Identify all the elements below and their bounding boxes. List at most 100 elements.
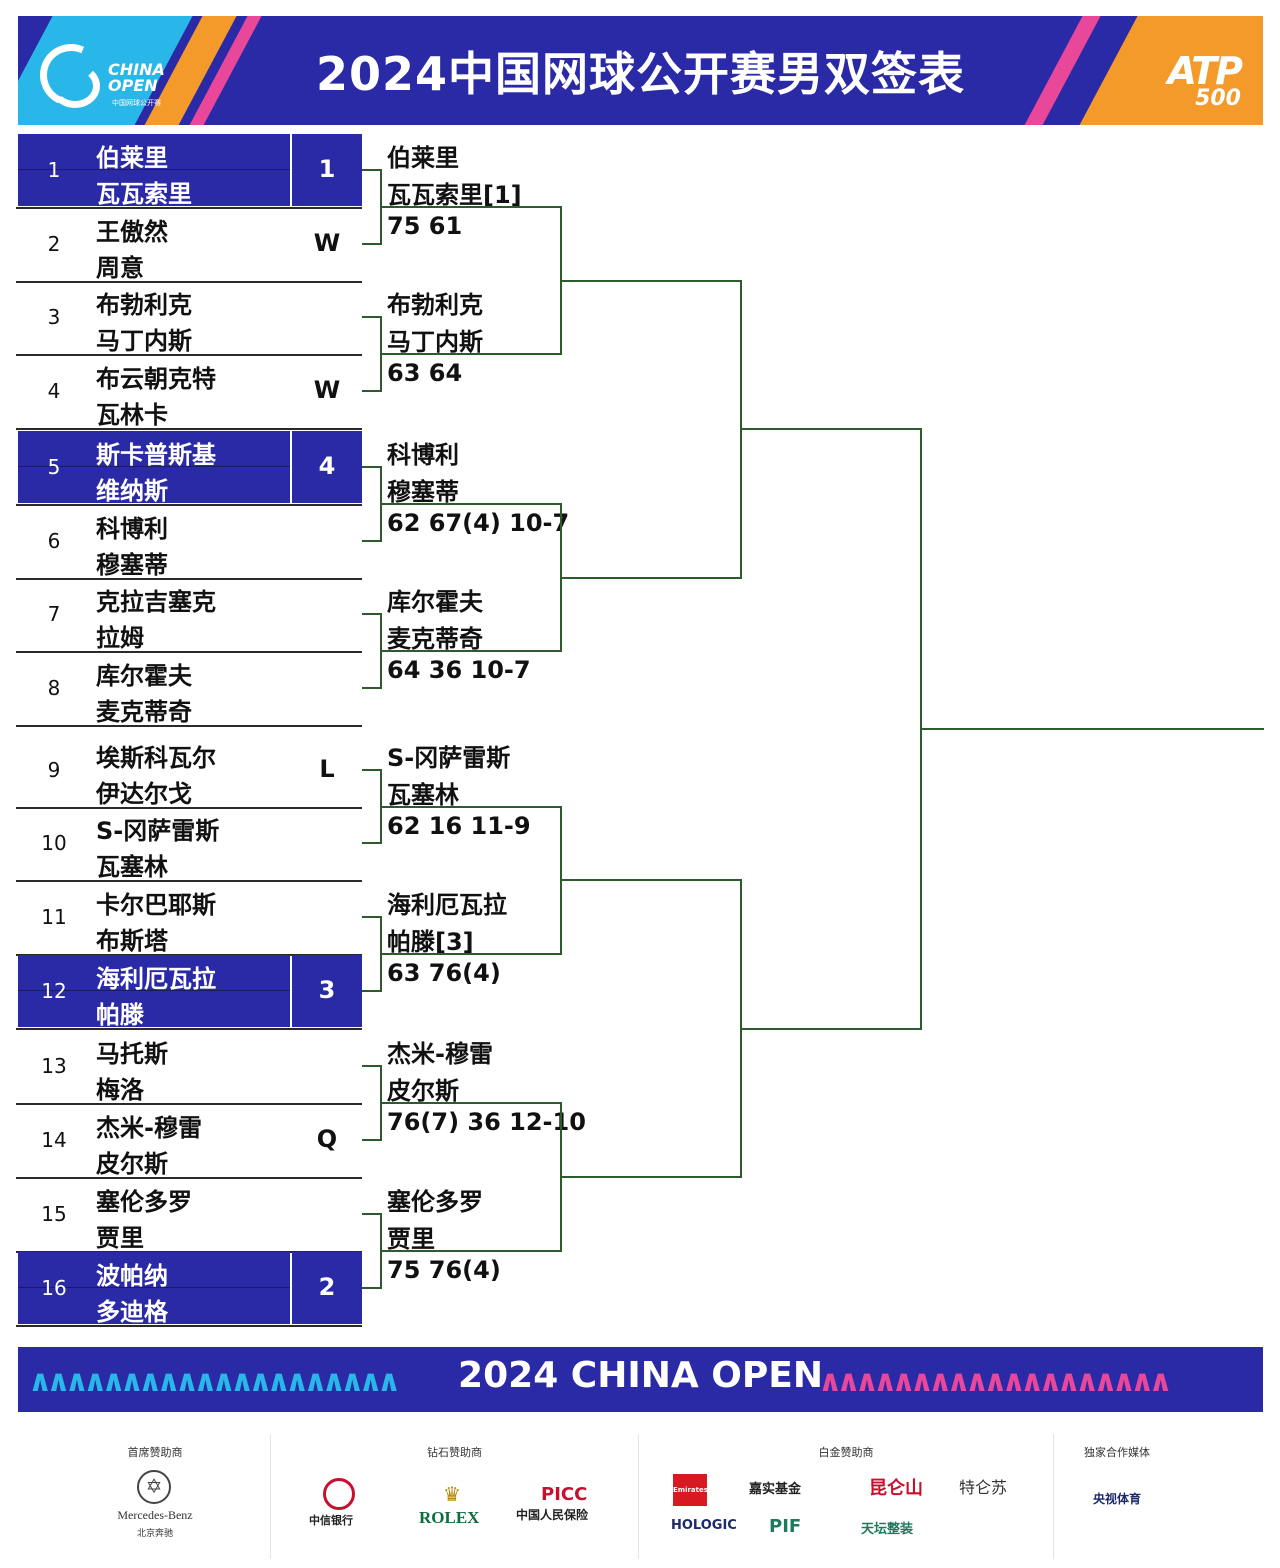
connector <box>922 727 1264 730</box>
draw-position-number: 4 <box>47 379 61 404</box>
draw-position-number: 6 <box>47 528 61 553</box>
match-score: 62 67(4) 10-7 <box>387 508 570 537</box>
pif-logo: PIF <box>769 1516 802 1537</box>
seed-block-left <box>18 954 290 1027</box>
seed-block-right <box>292 1251 362 1324</box>
player-name: 科博利 <box>96 514 168 543</box>
banner-zigzag-pink: ∧∧∧∧∧∧∧∧∧∧∧∧∧∧∧∧∧∧∧ <box>818 1364 1173 1399</box>
draw-position-number: 11 <box>41 905 67 929</box>
connector <box>920 428 922 1030</box>
connector <box>362 465 382 468</box>
seed-or-entry-label: 2 <box>318 1272 336 1301</box>
winner-name: 麦克蒂奇 <box>387 625 483 654</box>
team-underline <box>16 806 362 809</box>
player-name: 杰米-穆雷 <box>96 1114 202 1143</box>
connector <box>362 1286 382 1289</box>
draw-position-number: 8 <box>47 675 61 700</box>
seed-or-entry-label: W <box>313 228 341 257</box>
player-name: 布勃利克 <box>96 291 192 320</box>
draw-position-number: 3 <box>47 305 61 330</box>
match-score: 76(7) 36 12-10 <box>387 1108 586 1137</box>
draw-position-number: 2 <box>47 231 61 256</box>
sponsor-group-platinum: 白金赞助商 Emirates 嘉实基金 昆仑山 特仑苏 HOLOGIC PIF … <box>638 1434 1053 1559</box>
connector <box>380 1065 382 1142</box>
connector <box>382 1249 562 1252</box>
atp-500-logo: ATP 500 <box>1167 49 1243 111</box>
connector <box>382 353 562 356</box>
player-name: 瓦林卡 <box>96 401 168 430</box>
china-open-logo-text: CHINA OPEN <box>108 62 165 94</box>
connector <box>382 805 562 808</box>
connector <box>380 169 382 245</box>
draw-position-number: 15 <box>41 1201 67 1226</box>
connector <box>362 768 382 771</box>
connector <box>742 428 922 431</box>
china-open-s-icon-lower <box>50 64 100 108</box>
seed-block-left <box>18 1251 290 1324</box>
draw-position-number: 16 <box>41 1275 67 1300</box>
footer-banner: ∧∧∧∧∧∧∧∧∧∧∧∧∧∧∧∧∧∧∧∧ ∧∧∧∧∧∧∧∧∧∧∧∧∧∧∧∧∧∧∧… <box>18 1347 1263 1412</box>
mercedes-benz-logo: Mercedes-Benz <box>117 1508 193 1522</box>
winner-name: 伯莱里 <box>387 144 459 172</box>
team-underline <box>16 724 362 727</box>
match-score: 63 76(4) <box>387 959 501 987</box>
connector <box>560 805 562 955</box>
player-name: 周意 <box>96 253 144 282</box>
player-name: 马丁内斯 <box>96 327 192 356</box>
connector <box>382 953 562 955</box>
player-name: S-冈萨雷斯 <box>96 817 220 846</box>
connector <box>560 502 562 653</box>
telunsu-logo: 特仑苏 <box>959 1478 1008 1497</box>
header-banner: CHINA OPEN 中国网球公开赛 2024中国网球公开赛男双签表 ATP 5… <box>18 16 1263 125</box>
team-underline <box>16 577 362 580</box>
seed-or-entry-label: W <box>313 376 341 405</box>
seed-or-entry-label: 3 <box>318 975 336 1004</box>
match-score: 64 36 10-7 <box>387 656 531 685</box>
sponsor-group-label: 白金赞助商 <box>818 1446 874 1459</box>
citic-icon <box>323 1478 355 1510</box>
sponsor-group-diamond: 钻石赞助商 中信银行 ♛ ROLEX PICC 中国人民保险 <box>270 1434 638 1559</box>
banner-zigzag-cyan: ∧∧∧∧∧∧∧∧∧∧∧∧∧∧∧∧∧∧∧∧ <box>28 1364 401 1399</box>
player-name: 瓦塞林 <box>96 853 168 882</box>
winner-name: 贾里 <box>387 1224 435 1253</box>
connector <box>560 1102 562 1252</box>
player-name: 拉姆 <box>96 624 144 653</box>
connector <box>740 879 742 1179</box>
atp-word: ATP <box>1167 49 1243 93</box>
hologic-logo: HOLOGIC <box>671 1518 737 1533</box>
connector <box>380 465 382 542</box>
cctv-sports-logo: 央视体育 <box>1092 1492 1141 1506</box>
connector <box>380 1212 382 1289</box>
team-underline <box>16 1103 362 1106</box>
player-name: 贾里 <box>96 1223 144 1252</box>
seed-or-entry-label: 1 <box>318 155 336 183</box>
connector <box>362 242 382 245</box>
atp-tier: 500 <box>1195 86 1241 111</box>
winner-name: 皮尔斯 <box>387 1077 459 1106</box>
connector <box>362 539 382 542</box>
sponsor-group-label: 首席赞助商 <box>127 1446 183 1459</box>
winner-name: 塞伦多罗 <box>387 1187 483 1216</box>
connector <box>562 879 742 882</box>
winner-name: 马丁内斯 <box>387 328 483 357</box>
player-name: 穆塞蒂 <box>96 550 168 579</box>
player-name: 斯卡普斯基 <box>96 440 216 469</box>
connector <box>380 613 382 689</box>
seed-or-entry-label: Q <box>316 1125 338 1154</box>
player-name: 布斯塔 <box>96 927 168 955</box>
tiantan-logo: 天坛整装 <box>861 1522 914 1537</box>
connector <box>362 1065 382 1068</box>
player-name: 克拉吉塞克 <box>96 588 216 617</box>
seed-block-left <box>18 134 290 206</box>
seed-block-right <box>292 954 362 1027</box>
china-open-logo: CHINA OPEN 中国网球公开赛 <box>31 35 190 115</box>
connector <box>382 502 562 505</box>
connector <box>742 1027 922 1030</box>
winner-name: 瓦瓦索里[1] <box>387 181 522 209</box>
team-underline <box>16 651 362 654</box>
winner-name: 帕滕[3] <box>387 928 474 956</box>
sponsor-group-title: 首席赞助商 ✡ Mercedes-Benz 北京奔驰 <box>40 1434 270 1559</box>
seed-block-left <box>18 430 290 503</box>
sponsor-group-label: 独家合作媒体 <box>1084 1446 1150 1459</box>
draw-position-number: 1 <box>47 158 61 182</box>
